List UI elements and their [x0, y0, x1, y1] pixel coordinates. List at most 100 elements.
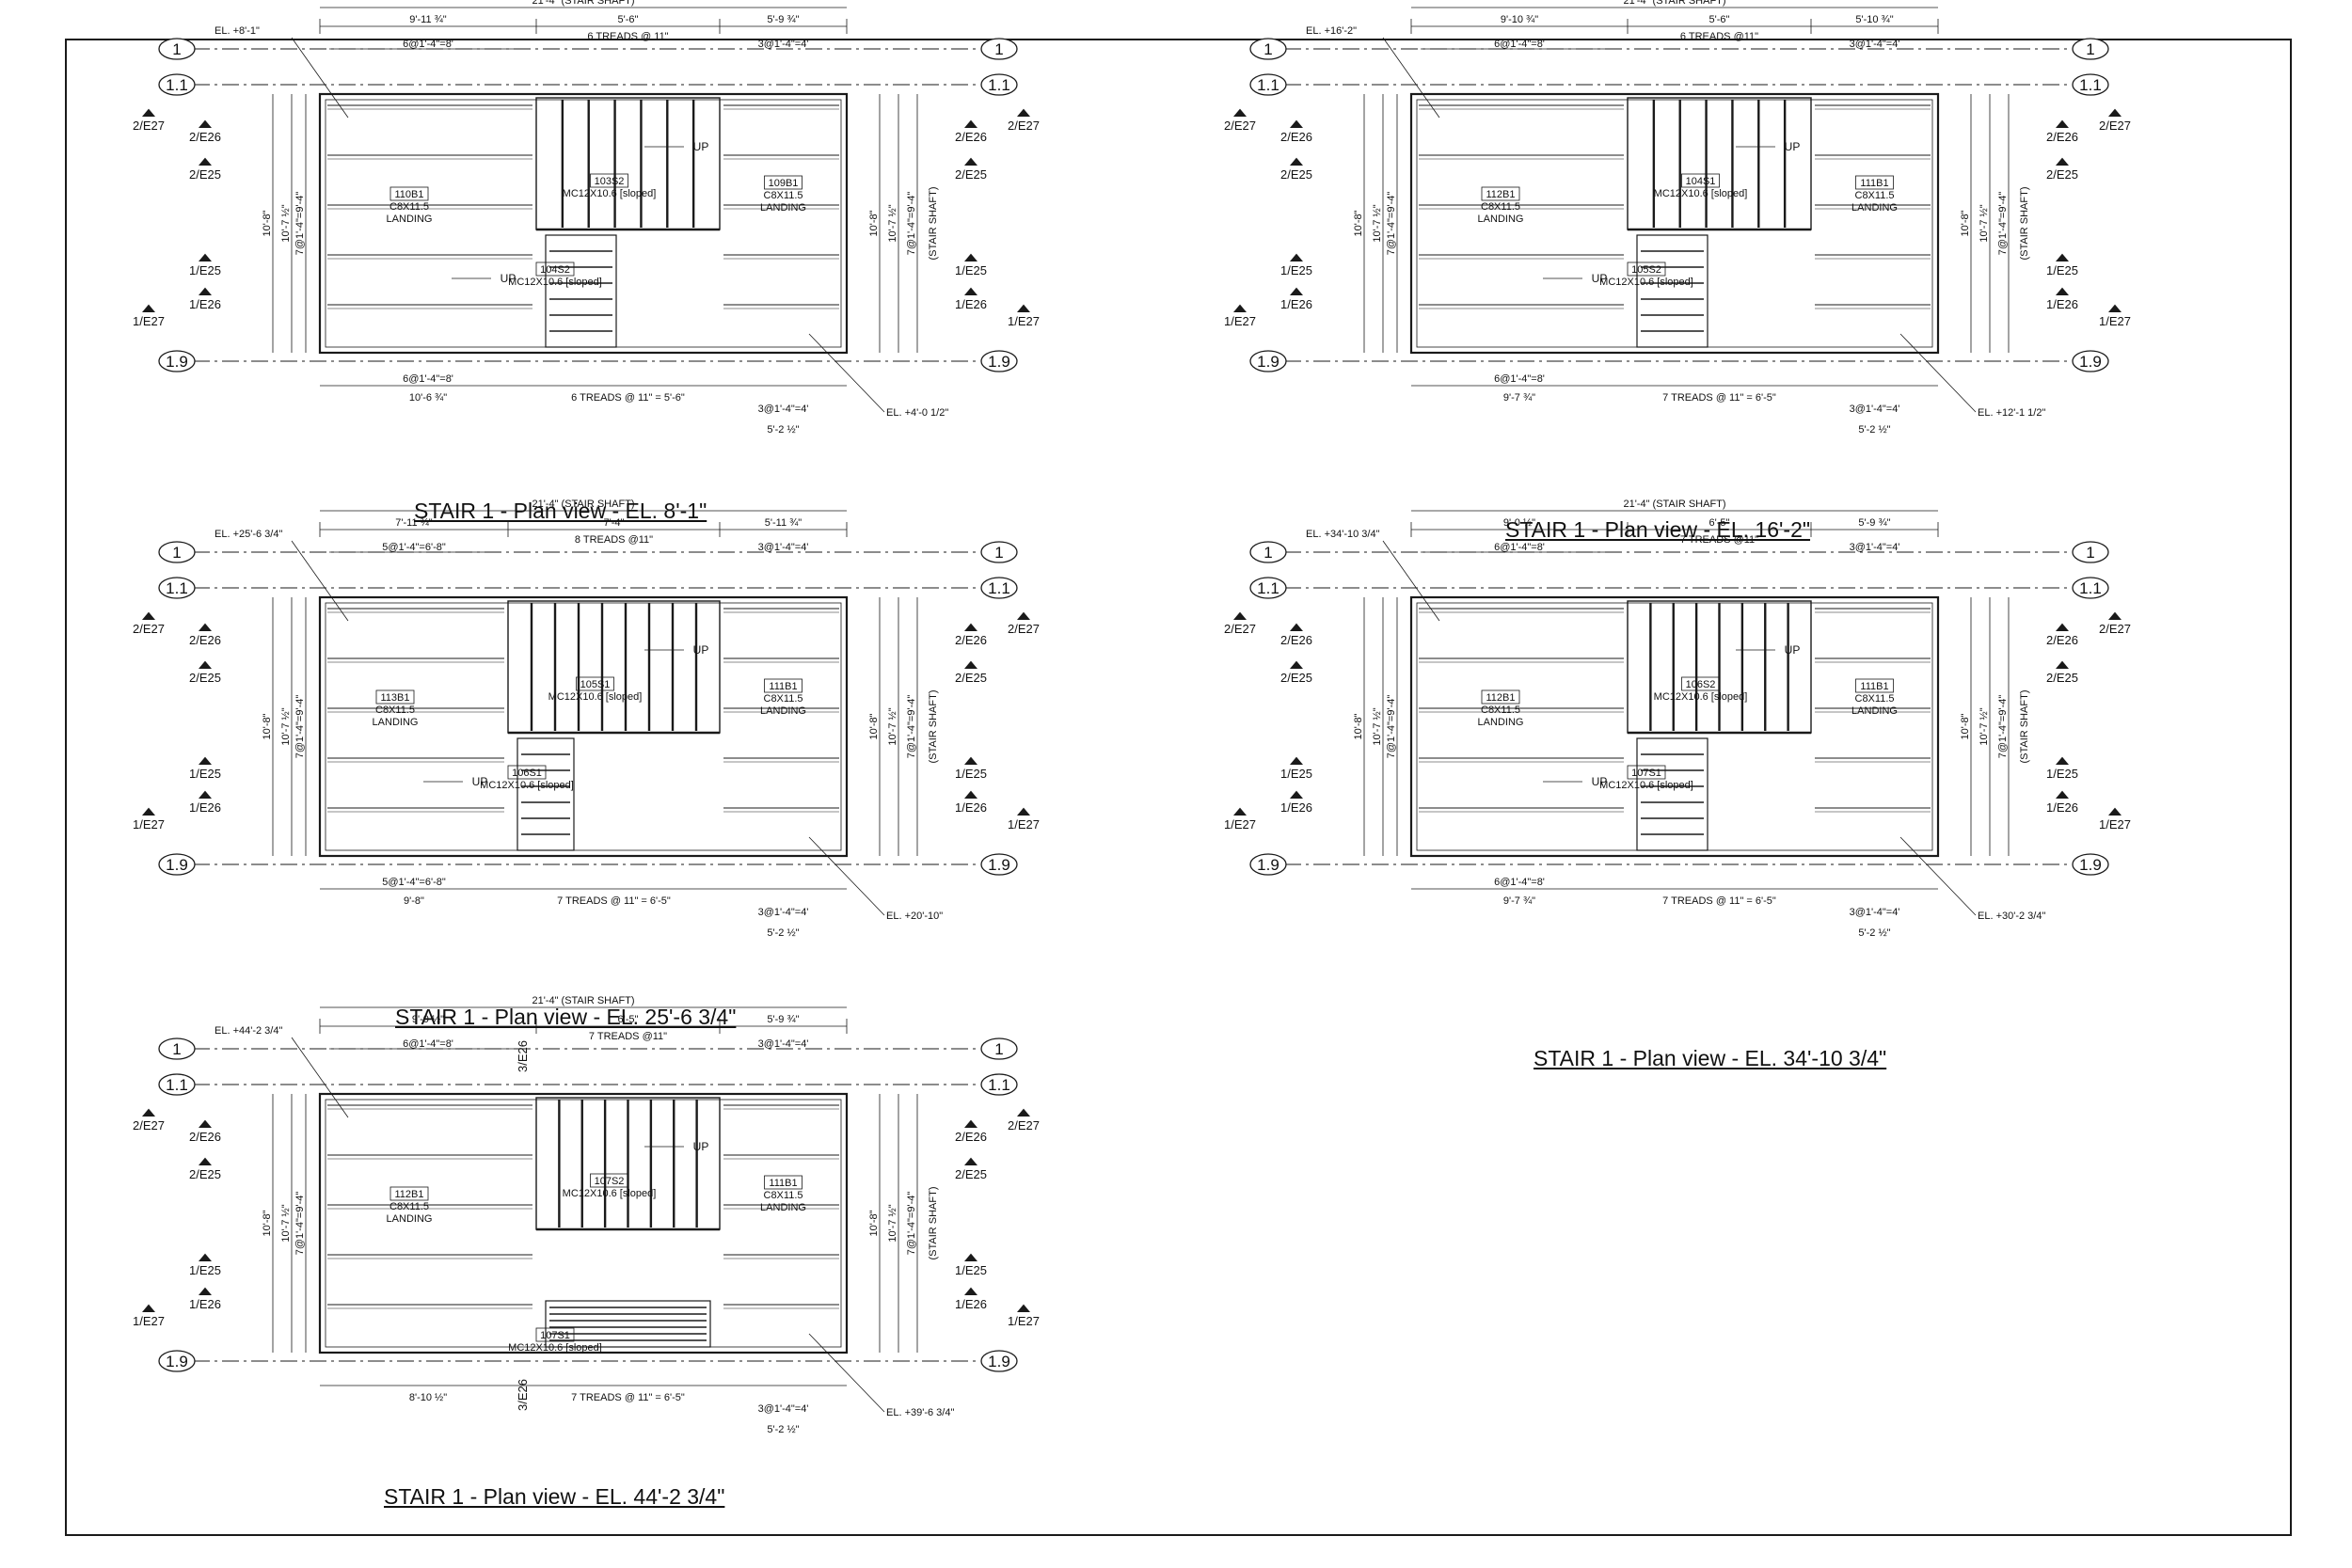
section-ref-arrow — [199, 253, 212, 261]
lower-flight-outline — [1636, 234, 1708, 348]
dim-side-label: 7@1'-4"=9'-4" — [906, 695, 917, 759]
elevation-label-top: EL. +34'-10 3/4" — [1306, 529, 1380, 540]
section-ref-arrow — [964, 287, 977, 295]
dim-side-label: 7@1'-4"=9'-4" — [294, 695, 306, 759]
dim-bottom-treads: 7 TREADS @ 11" = 6'-5" — [571, 1392, 685, 1403]
dim-bottom-overall-left: 8'-10 ½" — [409, 1392, 447, 1403]
section-ref-label: 1/E26 — [189, 1297, 221, 1311]
elevation-leader — [291, 37, 349, 119]
upper-stringer-callout-mark-box — [576, 676, 614, 691]
dim-bottom-sub-right: 3@1'-4"=4' — [758, 907, 809, 918]
section-ref-label: 1/E27 — [1224, 314, 1256, 328]
section-ref-arrow — [1290, 157, 1303, 166]
section-ref-label: 2/E27 — [2099, 622, 2131, 636]
grid-bubble — [1249, 541, 1287, 563]
grid-bubble — [158, 577, 196, 599]
section-mark-bottom: 3/E26 — [516, 1379, 530, 1411]
section-ref-arrow — [2056, 623, 2069, 631]
upper-stringer-callout-size: MC12X10.6 [sloped] — [1654, 188, 1748, 199]
section-ref-arrow — [1233, 611, 1247, 620]
dim-top-treads: 6 TREADS @ 11" — [587, 31, 668, 42]
section-ref-label: 1/E27 — [133, 314, 165, 328]
dim-bottom-sub-right: 3@1'-4"=4' — [1850, 404, 1900, 415]
section-ref-arrow — [199, 119, 212, 128]
section-ref-arrow — [964, 756, 977, 765]
dim-top-sub-right: 3@1'-4"=4' — [758, 542, 809, 553]
section-mark-top: 3/E26 — [516, 1040, 530, 1072]
dim-top-treads: 8 TREADS @11" — [575, 534, 653, 546]
grid-bubble-label: 1.1 — [1257, 76, 1279, 94]
section-ref-label: 2/E26 — [1280, 130, 1312, 144]
dim-bottom-sub-left: 6@1'-4"=8' — [1494, 373, 1545, 385]
dim-side-label: 7@1'-4"=9'-4" — [1997, 192, 2009, 256]
stair-shaft-side-label: (STAIR SHAFT) — [928, 1186, 939, 1259]
section-ref-label: 1/E26 — [2046, 297, 2078, 311]
dim-top-segment: 9'-11 ¾" — [409, 14, 447, 25]
dim-top-segment: 5'-6" — [618, 14, 639, 25]
grid-bubble-label: 1.9 — [166, 353, 188, 371]
section-ref-label: 1/E25 — [2046, 767, 2078, 781]
dim-bottom-overall-right: 5'-2 ½" — [767, 424, 799, 436]
section-ref-arrow — [2108, 304, 2122, 312]
left-landing-callout-mark-box — [389, 186, 429, 201]
stair-shaft-outline — [1409, 92, 1940, 355]
section-ref-arrow — [142, 611, 155, 620]
grid-bubble — [1249, 853, 1287, 876]
grid-bubble-label: 1.9 — [1257, 353, 1279, 371]
section-ref-label: 2/E25 — [189, 1167, 221, 1181]
left-landing-callout-mark-box — [375, 689, 415, 705]
section-ref-arrow — [199, 287, 212, 295]
right-landing-callout-mark-box — [764, 1175, 803, 1190]
dim-side-label: 10'-7 ½" — [280, 204, 292, 242]
upper-stringer-callout-mark-box — [1681, 676, 1720, 691]
dim-side-label: 10'-8" — [1960, 713, 1971, 739]
section-ref-label: 2/E27 — [1008, 119, 1040, 133]
section-ref-label: 1/E25 — [955, 767, 987, 781]
up-label: UP — [1785, 140, 1801, 153]
elevation-label-top: EL. +25'-6 3/4" — [215, 529, 282, 540]
elevation-label-top: EL. +16'-2" — [1306, 25, 1357, 37]
elevation-label-low: EL. +12'-1 1/2" — [1978, 407, 2045, 419]
section-ref-arrow — [964, 660, 977, 669]
plan-title-p4: STAIR 1 - Plan view - EL. 34'-10 3/4" — [1534, 1046, 1887, 1070]
dim-top-sub-right: 3@1'-4"=4' — [1850, 542, 1900, 553]
section-ref-label: 1/E26 — [189, 800, 221, 815]
section-ref-arrow — [199, 790, 212, 799]
grid-bubble-label: 1.1 — [166, 579, 188, 597]
section-ref-arrow — [1233, 807, 1247, 816]
dim-top-segment: 5'-9 ¾" — [767, 14, 799, 25]
grid-bubble — [980, 1350, 1018, 1372]
elevation-leader — [1382, 37, 1440, 119]
section-ref-label: 1/E25 — [1280, 263, 1312, 277]
grid-bubble-label: 1.9 — [1257, 856, 1279, 874]
stair-shaft-side-label: (STAIR SHAFT) — [928, 186, 939, 260]
dim-side-label: 10'-8" — [868, 210, 880, 236]
grid-bubble — [158, 73, 196, 96]
stair-shaft-outline — [318, 1092, 849, 1354]
dim-side-label: 10'-8" — [1353, 713, 1364, 739]
section-ref-label: 1/E26 — [955, 1297, 987, 1311]
section-ref-label: 1/E26 — [1280, 800, 1312, 815]
dim-side-label: 7@1'-4"=9'-4" — [906, 192, 917, 256]
section-ref-arrow — [1290, 119, 1303, 128]
dim-bottom-sub-left: 6@1'-4"=8' — [403, 373, 453, 385]
section-ref-arrow — [199, 1157, 212, 1165]
left-landing-callout-mark-box — [389, 1186, 429, 1201]
lower-flight-outline — [516, 737, 575, 851]
right-landing-callout-mark-box — [1855, 678, 1894, 693]
dim-side-label: 7@1'-4"=9'-4" — [1386, 695, 1397, 759]
section-ref-label: 2/E27 — [1008, 1118, 1040, 1132]
right-landing-callout-mark-box — [1855, 175, 1894, 190]
dim-side-label: 10'-7 ½" — [887, 707, 898, 745]
section-ref-label: 1/E25 — [189, 767, 221, 781]
section-ref-label: 2/E27 — [1224, 622, 1256, 636]
dim-shaft-label: 21'-4" (STAIR SHAFT) — [1623, 0, 1725, 7]
dim-side-label: 7@1'-4"=9'-4" — [906, 1192, 917, 1256]
section-ref-arrow — [142, 304, 155, 312]
left-landing-callout-type: LANDING — [373, 717, 419, 728]
elevation-leader — [1899, 836, 1977, 916]
